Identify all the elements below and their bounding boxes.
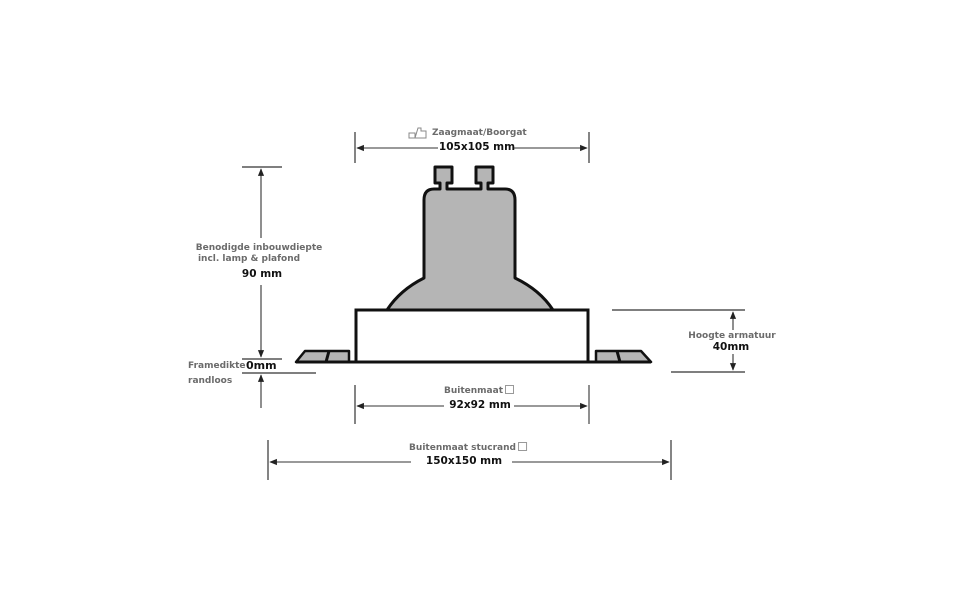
plaster-size-dimension — [267, 440, 672, 480]
outer-size-title-text: Buitenmaat — [444, 386, 503, 396]
height-value: 40mm — [712, 341, 750, 353]
square-icon — [517, 442, 527, 451]
plaster-size-title: Buitenmaat stucrand — [409, 442, 527, 453]
saw-drill-icon — [408, 127, 427, 139]
frame-value: 0mm — [246, 359, 277, 372]
square-icon — [505, 385, 514, 394]
frame-title: Framedikte — [188, 361, 246, 371]
saw-size-title: Zaagmaat/Boorgat — [432, 128, 527, 138]
gu10-lamp — [385, 165, 555, 312]
height-title: Hoogte armatuur — [688, 331, 776, 341]
height-dimension — [612, 309, 745, 373]
saw-size-dimension — [354, 132, 590, 163]
plaster-size-value: 150x150 mm — [425, 455, 503, 467]
fixture-housing — [354, 308, 590, 364]
frame-subtitle: randloos — [188, 376, 233, 386]
depth-label-line2: incl. lamp & plafond — [197, 254, 301, 264]
outer-size-dimension — [354, 385, 590, 424]
outer-size-title: Buitenmaat — [444, 385, 514, 396]
plaster-size-title-text: Buitenmaat stucrand — [409, 443, 516, 453]
plaster-flange-right — [588, 349, 653, 364]
saw-size-value: 105x105 mm — [438, 141, 516, 153]
depth-dimension — [242, 166, 316, 408]
plaster-flange-left — [294, 349, 356, 364]
outer-size-value: 92x92 mm — [449, 399, 511, 411]
depth-value: 90 mm — [241, 268, 283, 280]
depth-label-line1: Benodigde inbouwdiepte — [195, 243, 323, 253]
